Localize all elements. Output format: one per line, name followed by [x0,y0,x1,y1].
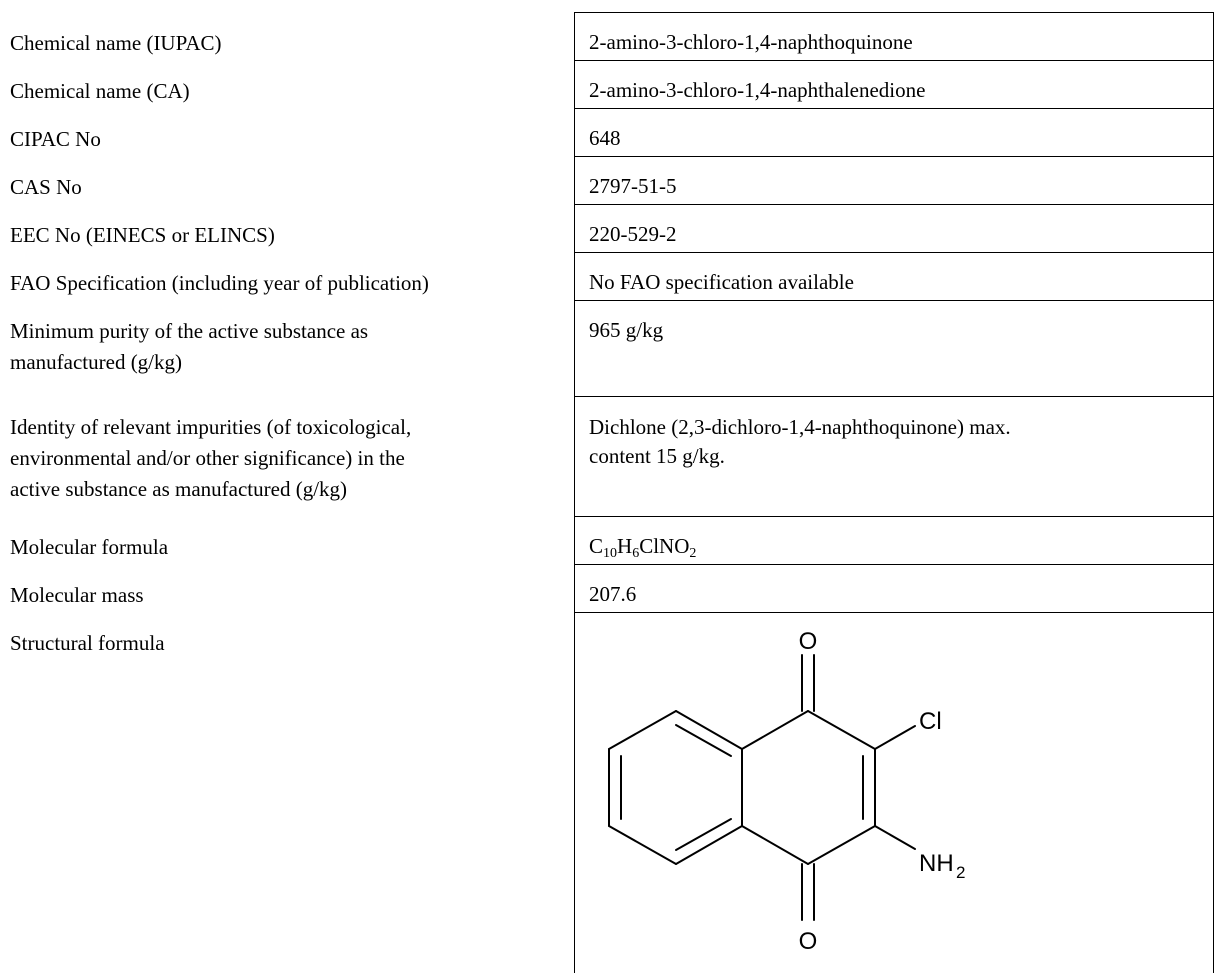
value-iupac-name: 2-amino-3-chloro-1,4-naphthoquinone [589,30,913,54]
value-cell-fao-specification: No FAO specification available [575,253,1213,301]
value-ca-name: 2-amino-3-chloro-1,4-naphthalenedione [589,78,926,102]
value-cell-structural-formula: O O Cl NH 2 [575,613,1213,974]
value-cell-molecular-mass: 207.6 [575,565,1213,613]
values-table: 2-amino-3-chloro-1,4-naphthoquinone 2-am… [574,12,1214,973]
value-cell-ca-name: 2-amino-3-chloro-1,4-naphthalenedione [575,61,1213,109]
label-iupac-name: Chemical name (IUPAC) [10,31,222,55]
label-minimum-purity-line-2: manufactured (g/kg) [10,350,183,374]
value-cell-cipac-no: 648 [575,109,1213,157]
structural-formula-diagram: O O Cl NH 2 [608,628,965,955]
formula-remainder: ClNO [639,534,690,558]
label-molecular-mass: Molecular mass [10,583,144,607]
label-relevant-impurities-line-3: active substance as manufactured (g/kg) [10,477,348,501]
label-molecular-formula: Molecular formula [10,535,169,559]
label-ca-name: Chemical name (CA) [10,79,190,103]
value-cell-relevant-impurities: Dichlone (2,3-dichloro-1,4-naphthoquinon… [575,397,1213,517]
value-relevant-impurities-line-2: content 15 g/kg. [589,444,725,468]
value-molecular-formula: C10H6ClNO2 [589,531,1203,562]
formula-hydrogen-count: 6 [632,546,640,561]
label-relevant-impurities: Identity of relevant impurities (of toxi… [10,412,570,505]
formula-carbon-count: 10 [603,546,618,561]
value-eec-no: 220-529-2 [589,222,677,246]
formula-oxygen-count: 2 [689,546,697,561]
value-cell-eec-no: 220-529-2 [575,205,1213,253]
formula-carbon: C [589,534,604,558]
atom-oxygen-bottom: O [799,928,818,955]
label-minimum-purity: Minimum purity of the active substance a… [10,316,570,378]
value-relevant-impurities-line-1: Dichlone (2,3-dichloro-1,4-naphthoquinon… [589,415,1011,439]
value-molecular-mass: 207.6 [589,582,637,606]
label-relevant-impurities-line-1: Identity of relevant impurities (of toxi… [10,415,412,439]
label-cas-no: CAS No [10,175,82,199]
atom-amino: NH [919,850,954,877]
value-cas-no: 2797-51-5 [589,174,677,198]
label-fao-specification: FAO Specification (including year of pub… [10,271,429,295]
atom-amino-subscript: 2 [956,863,965,882]
value-cell-molecular-formula: C10H6ClNO2 [575,517,1213,565]
value-cell-iupac-name: 2-amino-3-chloro-1,4-naphthoquinone [575,13,1213,61]
formula-hydrogen: H [617,534,633,558]
label-cipac-no: CIPAC No [10,127,101,151]
value-fao-specification: No FAO specification available [589,270,854,294]
atom-chlorine: Cl [919,708,942,735]
label-minimum-purity-line-1: Minimum purity of the active substance a… [10,319,369,343]
value-cipac-no: 648 [589,126,621,150]
value-cell-cas-no: 2797-51-5 [575,157,1213,205]
label-structural-formula: Structural formula [10,631,165,655]
label-relevant-impurities-line-2: environmental and/or other significance)… [10,446,405,470]
atom-oxygen-top: O [799,628,818,655]
label-eec-no: EEC No (EINECS or ELINCS) [10,223,275,247]
value-minimum-purity: 965 g/kg [589,318,664,342]
value-cell-minimum-purity: 965 g/kg [575,301,1213,397]
value-relevant-impurities: Dichlone (2,3-dichloro-1,4-naphthoquinon… [589,413,1203,471]
